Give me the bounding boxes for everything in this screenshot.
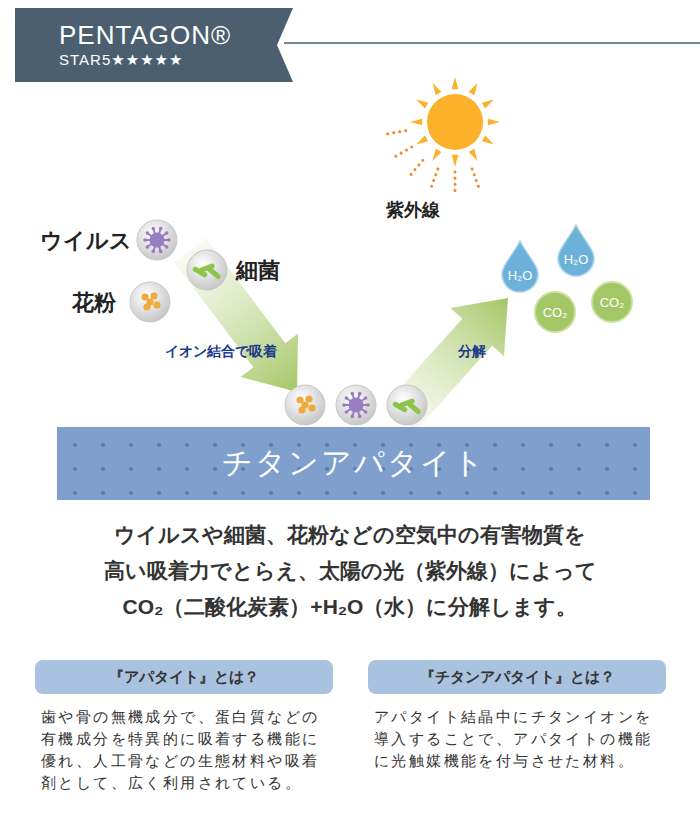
drop-fill <box>502 241 538 292</box>
node-label: チタンアパタイト <box>222 443 486 484</box>
virus-body <box>349 398 364 413</box>
virus-tip <box>344 396 348 400</box>
co2-circle: CO₂ <box>534 291 576 333</box>
virus-tip <box>342 403 346 407</box>
virus-tip <box>165 245 169 249</box>
box-body: アパタイト結晶中にチタンイオンを 導入することで、アパタイトの機能 に光触媒機能… <box>368 706 666 772</box>
sun-icon <box>410 77 500 167</box>
sun-ray <box>416 136 428 145</box>
pollen-grain <box>308 404 315 411</box>
sun-ray <box>452 155 459 167</box>
virus-tip <box>358 415 362 419</box>
brand-banner: PENTAGON®STAR5★★★★★ <box>15 8 293 82</box>
sun-ray <box>410 119 422 126</box>
icon-disc <box>137 220 177 260</box>
uv-label: 紫外線 <box>386 198 440 222</box>
uv-ray <box>472 169 480 190</box>
sun-ray <box>482 136 494 145</box>
virus-tip <box>151 227 155 231</box>
box-heading: 『チタンアパタイト』とは？ <box>368 660 666 694</box>
info-box: 『アパタイト』とは？ 歯や骨の無機成分で、蛋白質などの 有機成分を特異的に吸着する… <box>35 660 333 794</box>
virus-tip <box>145 231 149 235</box>
virus-icon <box>336 385 376 425</box>
virus-tip <box>159 227 163 231</box>
item-label: 花粉 <box>72 288 116 318</box>
uv-ray <box>454 172 457 194</box>
bacteria-icon <box>187 250 227 290</box>
pollen-grain <box>150 292 157 299</box>
virus-tip <box>364 410 368 414</box>
uv-ray <box>384 131 406 135</box>
virus-tip <box>159 250 163 254</box>
virus-tip <box>358 392 362 396</box>
icon-disc <box>336 385 376 425</box>
sun-ray <box>469 149 478 161</box>
uv-ray <box>430 169 438 190</box>
pollen-grain <box>301 401 308 408</box>
node-label: H₂O <box>508 268 533 283</box>
sun-ray <box>482 100 494 109</box>
bacteria-icon <box>387 385 427 425</box>
icon-disc <box>130 282 170 322</box>
banner-fill <box>15 8 293 82</box>
brand-name: PENTAGON® <box>59 20 293 50</box>
node-label: CO₂ <box>600 295 625 310</box>
virus-tip <box>143 238 147 242</box>
arrow-label: イオン結合で吸着 <box>165 343 277 361</box>
sun-ray <box>469 83 478 95</box>
sun-ray <box>433 83 442 95</box>
uv-ray <box>393 147 412 158</box>
water-drop: H₂O <box>556 224 596 276</box>
arrow-label: 分解 <box>458 343 486 361</box>
virus-tip <box>145 245 149 249</box>
drop-shape <box>556 224 596 276</box>
virus-tip <box>350 415 354 419</box>
bacteria-rod <box>206 266 221 280</box>
info-box: 『チタンアパタイト』とは？ アパタイト結晶中にチタンイオンを 導入することで、アパ… <box>368 660 666 772</box>
co2-circle: CO₂ <box>591 281 633 323</box>
virus-icon <box>137 220 177 260</box>
virus-tip <box>167 238 171 242</box>
pollen-grain <box>153 301 160 308</box>
pollen-icon <box>130 282 170 322</box>
virus-tip <box>366 403 370 407</box>
material-band: チタンアパタイト <box>57 427 650 500</box>
icon-disc <box>387 385 427 425</box>
sun-disc <box>427 94 483 150</box>
sun-ray <box>488 119 500 126</box>
node-label: CO₂ <box>543 305 568 320</box>
sun-ray <box>433 149 442 161</box>
virus-tip <box>364 396 368 400</box>
node-label: H₂O <box>564 252 589 267</box>
header-rule <box>284 42 700 44</box>
virus-tip <box>151 250 155 254</box>
pollen-icon <box>285 385 325 425</box>
drop-shape <box>500 240 540 292</box>
icon-disc <box>187 250 227 290</box>
box-body: 歯や骨の無機成分で、蛋白質などの 有機成分を特異的に吸着する機能に 優れ、人工骨… <box>35 706 333 794</box>
brand-rating: STAR5★★★★★ <box>59 50 293 70</box>
virus-tip <box>344 410 348 414</box>
box-heading: 『アパタイト』とは？ <box>35 660 333 694</box>
decompose-arrow <box>385 298 508 431</box>
caption-text: ウイルスや細菌、花粉などの空気中の有害物質を 高い吸着力でとらえ、太陽の光（紫外… <box>95 517 605 625</box>
icon-disc <box>285 385 325 425</box>
virus-tip <box>165 231 169 235</box>
sun-ray <box>416 100 428 109</box>
bacteria-rod <box>406 401 421 415</box>
adsorb-arrow <box>174 238 298 392</box>
item-label: ウイルス <box>40 226 132 256</box>
pollen-grain <box>146 298 153 305</box>
sun-ray <box>452 77 459 89</box>
item-label: 細菌 <box>236 256 280 286</box>
drop-fill <box>558 225 594 276</box>
virus-body <box>150 233 165 248</box>
uv-ray <box>409 160 423 177</box>
water-drop: H₂O <box>500 240 540 292</box>
virus-tip <box>350 392 354 396</box>
pollen-grain <box>305 395 312 402</box>
